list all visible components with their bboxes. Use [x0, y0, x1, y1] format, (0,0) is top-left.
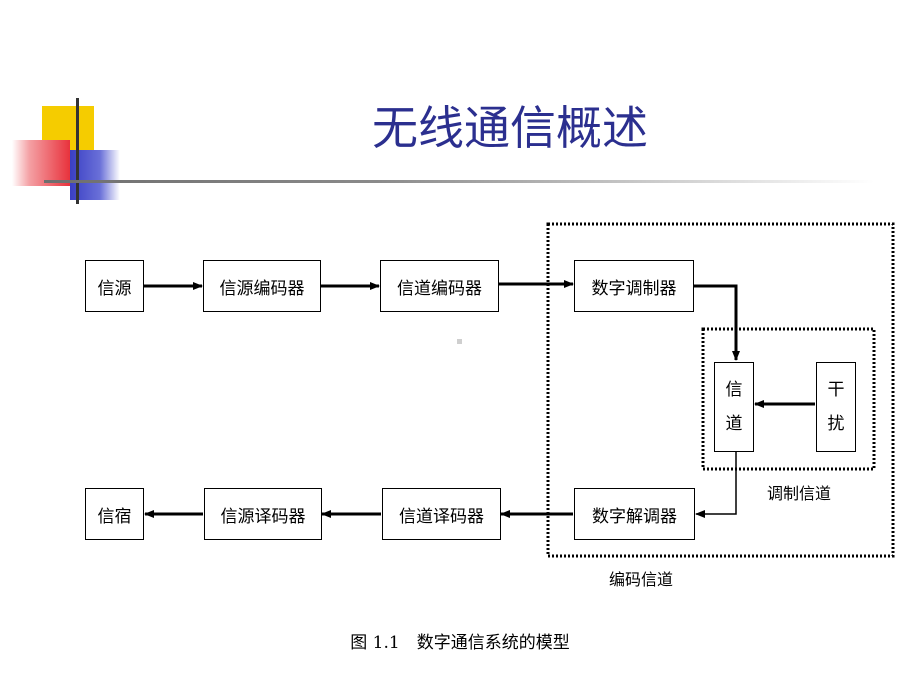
- box-interference: 干 扰: [816, 362, 856, 452]
- deco-red-square: [12, 140, 70, 186]
- box-source-encoder: 信源编码器: [203, 260, 321, 312]
- modulation-channel-frame: [701, 327, 876, 471]
- arrow-modulator-to-channel: [694, 284, 740, 361]
- channel-char-2: 道: [725, 414, 743, 434]
- box-channel-encoder: 信道编码器: [380, 260, 499, 312]
- slide-title: 无线通信概述: [372, 101, 648, 155]
- box-demodulator: 数字解调器: [574, 488, 695, 540]
- box-source: 信源: [85, 260, 144, 312]
- interference-char-1: 干: [827, 380, 845, 400]
- deco-vertical-line: [76, 98, 79, 204]
- box-source-decoder: 信源译码器: [204, 488, 322, 540]
- coding-channel-label: 编码信道: [609, 570, 674, 589]
- interference-char-2: 扰: [827, 414, 845, 434]
- arrow-channel-to-demodulator: [695, 452, 737, 518]
- modulation-channel-label: 调制信道: [767, 484, 832, 503]
- box-channel-decoder: 信道译码器: [382, 488, 501, 540]
- title-rule: [44, 180, 874, 183]
- box-modulator: 数字调制器: [574, 260, 694, 312]
- figure-caption: 图 1.1 数字通信系统的模型: [350, 633, 570, 653]
- box-sink: 信宿: [85, 488, 144, 540]
- box-channel: 信 道: [714, 362, 754, 452]
- small-dot: [457, 339, 462, 344]
- channel-char-1: 信: [725, 380, 743, 400]
- coding-channel-frame: [546, 222, 895, 558]
